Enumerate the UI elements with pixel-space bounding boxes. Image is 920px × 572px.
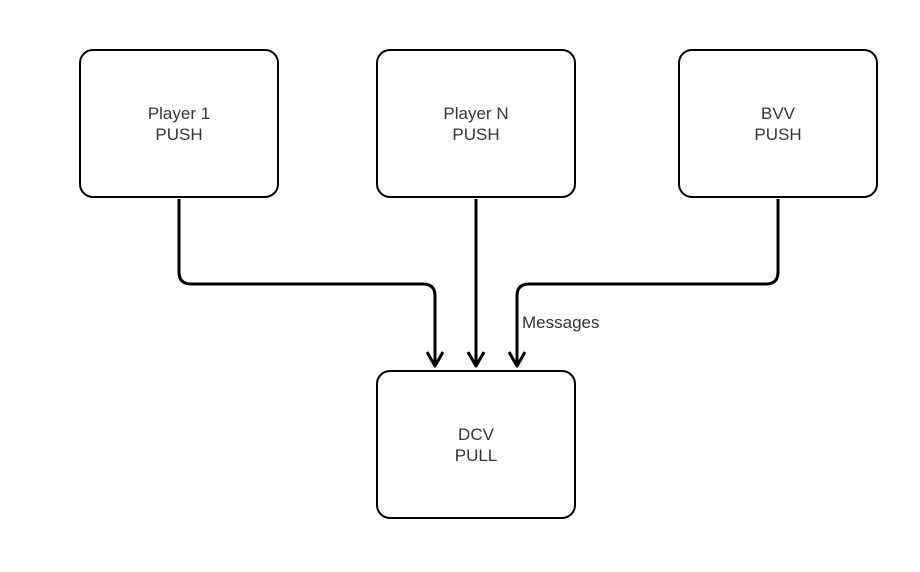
node-player-n-role: PUSH (452, 124, 500, 144)
node-dcv-name: DCV (458, 424, 494, 444)
node-player-n[interactable]: Player N PUSH (376, 49, 576, 198)
node-player-1-name: Player 1 (147, 103, 211, 123)
connector-player1-to-dcv (177, 199, 437, 364)
connector-bvv-to-dcv (515, 199, 780, 364)
node-bvv[interactable]: BVV PUSH (678, 49, 878, 198)
node-bvv-name: BVV (760, 103, 796, 123)
node-player-n-name: Player N (443, 103, 509, 123)
node-dcv[interactable]: DCV PULL (376, 370, 576, 519)
arrowhead-bvv-to-dcv (507, 351, 527, 368)
node-bvv-role: PUSH (754, 124, 802, 144)
node-player-1-role: PUSH (155, 124, 203, 144)
edge-label-messages: Messages (522, 313, 600, 333)
arrowhead-playerN-to-dcv (466, 351, 486, 368)
node-player-1[interactable]: Player 1 PUSH (79, 49, 279, 198)
node-dcv-role: PULL (454, 445, 498, 465)
arrowhead-player1-to-dcv (425, 351, 445, 368)
